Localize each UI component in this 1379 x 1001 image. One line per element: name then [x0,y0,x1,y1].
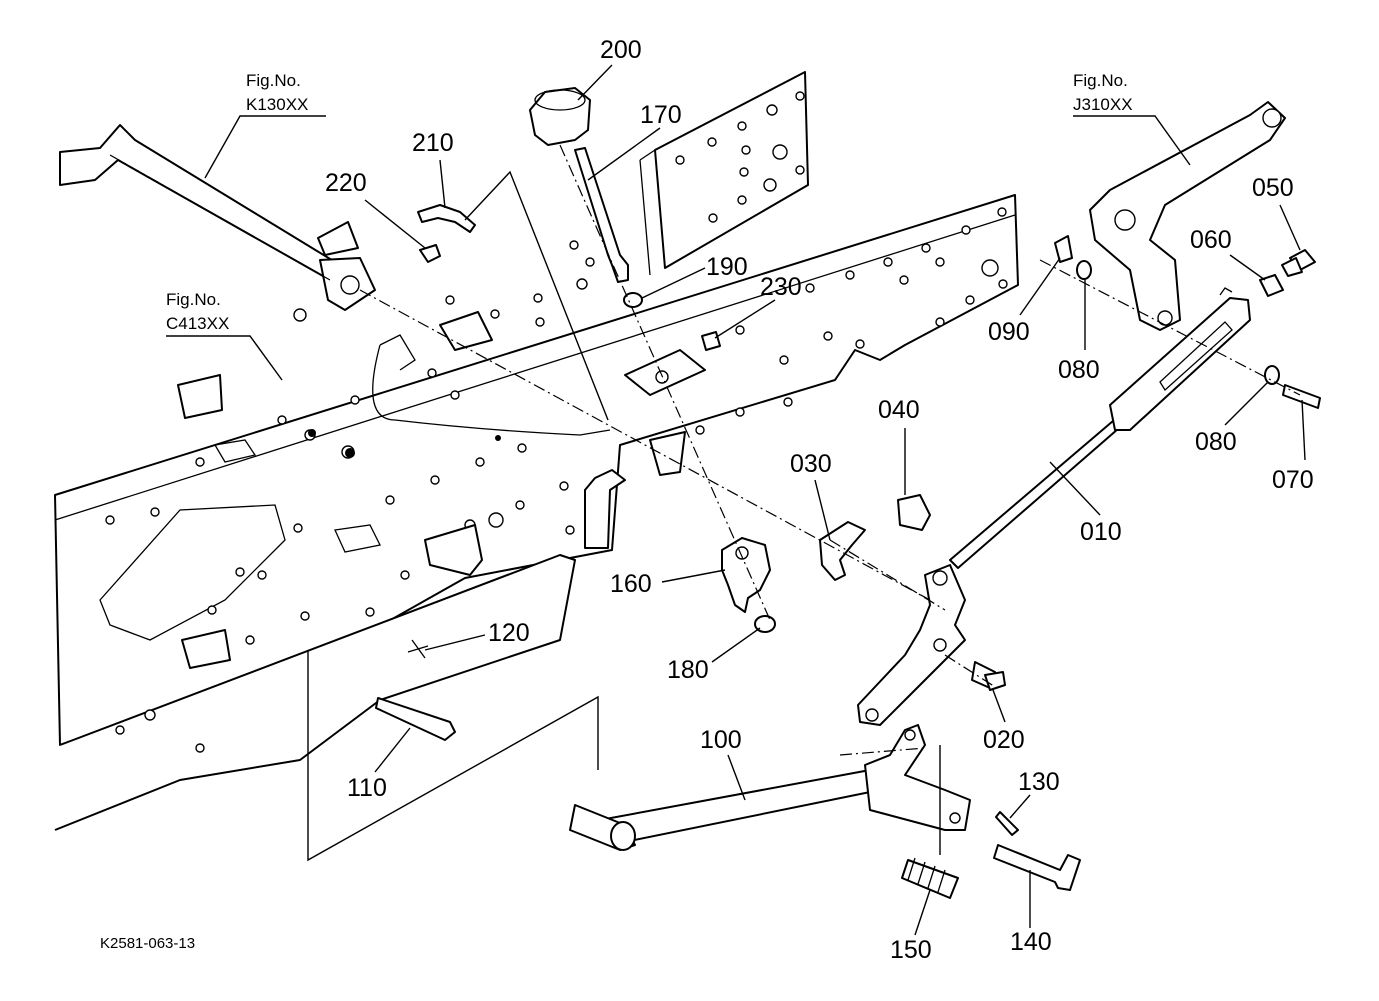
part-010-link-rod [949,287,1251,569]
figure-code: K2581-063-13 [100,935,195,952]
callout-230: 230 [760,273,802,301]
part-210-clamp [417,204,476,233]
rear-lift-arm [1089,101,1286,331]
callout-120: 120 [488,619,530,647]
callout-210: 210 [412,129,454,157]
part-070-pin [1282,384,1321,409]
callout-010: 010 [1080,518,1122,546]
lever-bracket [857,564,966,726]
fig-ref-code: K130XX [246,95,308,114]
part-190-washer [623,292,643,308]
part-130-pin [995,811,1019,836]
fig-ref-label: Fig.No. [246,71,301,90]
callout-070: 070 [1272,466,1314,494]
part-150-spring [901,857,959,899]
callout-080: 080 [1195,428,1237,456]
callouts: 010 020 030 040 050 060 070 080 080 090 … [325,36,1314,964]
part-160-knob-base [721,537,771,613]
fig-ref-code: J310XX [1073,95,1133,114]
part-220-screw [419,244,441,263]
part-080-washers [1076,260,1280,385]
callout-160: 160 [610,570,652,598]
main-frame [54,194,1019,831]
fig-ref-k130xx: Fig.No. K130XX [204,71,326,179]
callout-200: 200 [600,36,642,64]
front-axle [59,124,376,311]
assembly-lines [307,170,941,862]
frame-holes [105,207,1008,753]
fig-ref-code: C413XX [166,314,229,333]
callout-220: 220 [325,169,367,197]
callout-190: 190 [706,253,748,281]
center-lines [109,144,1301,756]
fig-ref-c413xx: Fig.No. C413XX [166,290,283,381]
part-200-knob [529,87,591,146]
part-060-nut [1259,274,1284,297]
part-170-rod [574,147,629,283]
part-050-bolt [1281,249,1316,277]
part-110-pin [375,697,456,741]
callout-100: 100 [700,726,742,754]
part-030-block [819,521,866,581]
part-040-collar [897,494,931,531]
part-230-nut [701,331,721,351]
callout-050: 050 [1252,174,1294,202]
callout-130: 130 [1018,768,1060,796]
part-120-clip [407,639,429,659]
callout-170: 170 [640,101,682,129]
callout-140: 140 [1010,928,1052,956]
part-140-pin [993,844,1081,891]
fig-ref-j310xx: Fig.No. J310XX [1073,71,1191,166]
fig-ref-label: Fig.No. [1073,71,1128,90]
callout-020: 020 [983,726,1025,754]
callout-040: 040 [878,396,920,424]
callout-090: 090 [988,318,1030,346]
callout-030: 030 [790,450,832,478]
callout-060: 060 [1190,226,1232,254]
callout-180: 180 [667,656,709,684]
part-020-bolt [971,661,1006,691]
fig-ref-label: Fig.No. [166,290,221,309]
part-100-pedal-lever [569,724,971,851]
callout-150: 150 [890,936,932,964]
part-090-clip [1054,235,1073,263]
callout-080: 080 [1058,356,1100,384]
upper-frame-plate [639,71,809,276]
callout-110: 110 [347,774,387,802]
